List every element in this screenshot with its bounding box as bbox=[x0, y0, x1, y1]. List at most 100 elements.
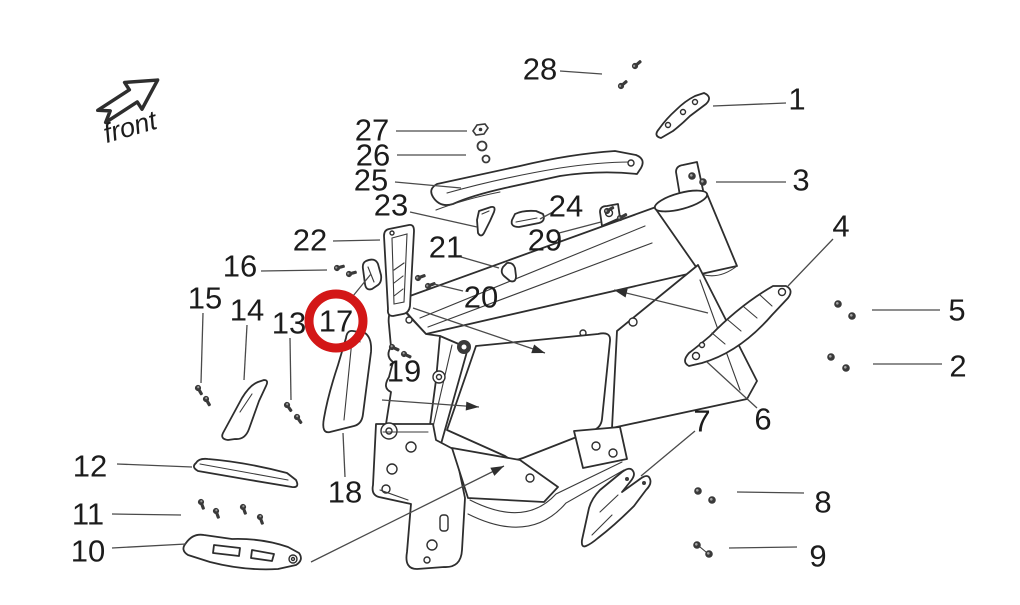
leader-line-15 bbox=[200, 312, 204, 384]
fastener-dot-part3 bbox=[699, 178, 707, 186]
fastener-dot-part8 bbox=[694, 487, 702, 495]
frame-front-pillar bbox=[385, 301, 441, 426]
fastener-screw-part11 bbox=[239, 503, 247, 515]
callout-23: 23 bbox=[374, 188, 408, 223]
fastener-screw-part19 bbox=[388, 343, 400, 352]
fasteners bbox=[194, 60, 856, 558]
leader-line-9 bbox=[728, 546, 798, 549]
leader-line-25 bbox=[394, 181, 462, 189]
fastener-screw-part28 bbox=[631, 60, 642, 70]
fastener-hex-part27 bbox=[472, 123, 489, 136]
part-9-link bbox=[699, 546, 707, 553]
fastener-screw-part15 bbox=[202, 395, 211, 407]
leader-lines bbox=[111, 70, 942, 549]
fastener-dot-part8 bbox=[708, 496, 716, 504]
mount-arrow-line-1 bbox=[412, 307, 546, 354]
fastener-dot-part2 bbox=[827, 353, 835, 361]
callout-2: 2 bbox=[949, 349, 966, 384]
part-25-top-cover bbox=[430, 150, 644, 206]
callout-12: 12 bbox=[73, 449, 107, 484]
callout-21: 21 bbox=[429, 230, 463, 265]
part-12-blade bbox=[193, 457, 299, 489]
leader-line-4 bbox=[787, 238, 834, 287]
leader-line-1 bbox=[712, 102, 787, 107]
leader-line-12 bbox=[116, 463, 193, 468]
fastener-screw-part11 bbox=[256, 513, 264, 525]
part-22-plate bbox=[383, 223, 415, 317]
frame-assembly bbox=[371, 161, 758, 570]
fastener-screw-part13 bbox=[283, 401, 293, 412]
part-17-cover bbox=[361, 258, 383, 291]
highlight bbox=[304, 289, 368, 353]
part-18-side-cover bbox=[322, 329, 373, 434]
fastener-screw-part11 bbox=[197, 498, 205, 510]
fastener-screw-part29 bbox=[603, 206, 615, 215]
callout-22: 22 bbox=[293, 223, 327, 258]
fastener-screw-part15 bbox=[194, 384, 203, 396]
callout-17: 17 bbox=[319, 304, 353, 339]
callout-27: 27 bbox=[355, 113, 389, 148]
mount-arrow-line-2 bbox=[310, 465, 505, 563]
callout-4: 4 bbox=[832, 209, 849, 244]
callout-13: 13 bbox=[272, 306, 306, 341]
part-4-6-bracket bbox=[684, 285, 792, 367]
part-21-clip bbox=[500, 261, 517, 283]
fastener-ring-part26 bbox=[476, 140, 488, 152]
leader-arrowhead-19 bbox=[465, 401, 479, 411]
leader-line-28 bbox=[559, 70, 603, 75]
callout-1: 1 bbox=[788, 82, 805, 117]
callout-9: 9 bbox=[809, 539, 826, 574]
part-7-bracket bbox=[580, 467, 652, 548]
callout-7: 7 bbox=[693, 404, 710, 439]
front-arrow-icon bbox=[95, 78, 160, 125]
fastener-dot-part5 bbox=[834, 300, 842, 308]
mount-arrowhead-2 bbox=[490, 466, 504, 476]
frame-rear-bracket bbox=[573, 426, 628, 469]
fastener-screw-part16 bbox=[345, 270, 357, 278]
leader-line-10 bbox=[111, 543, 187, 549]
mount-arrow-line-3 bbox=[613, 289, 709, 314]
callout-20: 20 bbox=[464, 280, 498, 315]
frame-bottom-bracket bbox=[371, 423, 466, 570]
front-indicator: front bbox=[95, 78, 162, 149]
leader-line-21 bbox=[460, 256, 500, 269]
leader-line-11 bbox=[111, 513, 182, 516]
part-24-pad bbox=[510, 209, 545, 228]
callout-11: 11 bbox=[72, 497, 104, 532]
fastener-dot-part9 bbox=[705, 550, 713, 558]
fastener-screw-part28 bbox=[617, 80, 628, 90]
leader-line-24 bbox=[539, 211, 554, 220]
leader-line-14 bbox=[243, 324, 248, 381]
fastener-dot-part3 bbox=[688, 172, 696, 180]
callout-16: 16 bbox=[223, 249, 257, 284]
fastener-dot-part2 bbox=[842, 364, 850, 372]
callout-14: 14 bbox=[230, 293, 264, 328]
mount-arrowhead-3 bbox=[614, 288, 628, 298]
leader-line-19 bbox=[381, 399, 480, 408]
mount-arrowhead-1 bbox=[531, 344, 545, 354]
leader-line-29 bbox=[558, 221, 602, 234]
leader-line-22 bbox=[332, 239, 381, 242]
callout-28: 28 bbox=[523, 52, 557, 87]
callout-19: 19 bbox=[387, 354, 421, 389]
leader-line-6 bbox=[706, 361, 758, 409]
callout-29: 29 bbox=[528, 223, 562, 258]
callout-26: 26 bbox=[356, 138, 390, 173]
callout-24: 24 bbox=[549, 189, 583, 224]
fastener-ring-part26 bbox=[481, 154, 491, 164]
callout-6: 6 bbox=[754, 402, 771, 437]
frame-bottom-rail bbox=[467, 461, 625, 528]
leader-line-18 bbox=[342, 432, 346, 478]
highlight-circle-17 bbox=[304, 289, 368, 353]
fastener-screw-part19 bbox=[400, 350, 412, 359]
callout-8: 8 bbox=[814, 485, 831, 520]
leader-line-8 bbox=[736, 491, 805, 494]
callout-10: 10 bbox=[71, 534, 105, 569]
part-1-upper-bracket bbox=[655, 92, 710, 139]
callout-15: 15 bbox=[188, 281, 222, 316]
part-23-clip bbox=[476, 205, 496, 237]
leader-line-17 bbox=[352, 273, 372, 297]
callout-25: 25 bbox=[354, 163, 388, 198]
fastener-screw-part13 bbox=[293, 413, 303, 424]
